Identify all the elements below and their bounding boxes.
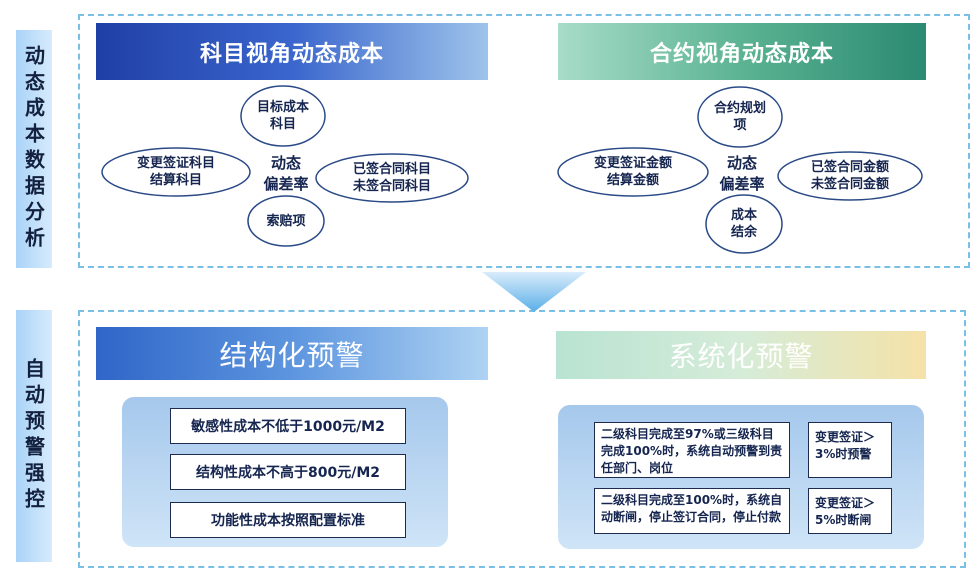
node-line: 目标成本 xyxy=(256,100,309,115)
node-line: 成本 xyxy=(730,208,757,223)
node-target-cost-subject: 目标成本科目 xyxy=(241,98,325,134)
rule-condition-cutoff: 二级科目完成至100%时，系统自动断闸，停止签订合同，停止付款 xyxy=(594,488,790,534)
node-line: 已签合同科目 xyxy=(352,162,431,177)
rule-functional-cost: 功能性成本按照配置标准 xyxy=(170,502,406,538)
node-line: 科目 xyxy=(269,117,296,132)
ellipse-bottom xyxy=(247,195,325,247)
node-line: 结算金额 xyxy=(606,173,659,188)
node-line: 结余 xyxy=(730,225,757,240)
node-line: 变更签证金额 xyxy=(593,156,672,171)
node-line: 偏差率 xyxy=(263,175,309,193)
ellipse-bottom xyxy=(705,194,783,254)
node-dynamic-deviation-rate: 动态偏差率 xyxy=(704,152,780,196)
node-dynamic-deviation-rate: 动态偏差率 xyxy=(248,152,324,196)
side-label-dynamic-cost-analysis: 动态成本数据分析 xyxy=(16,30,52,268)
node-cost-balance: 成本结余 xyxy=(706,206,782,242)
systemic-warning-banner: 系统化预警 xyxy=(556,331,926,379)
node-change-visa-subject: 变更签证科目结算科目 xyxy=(116,154,236,190)
node-line: 未签合同金额 xyxy=(810,177,889,192)
contract-view-banner: 合约视角动态成本 xyxy=(558,23,926,80)
node-line: 未签合同科目 xyxy=(352,179,431,194)
rule-condition-warning: 二级科目完成至97%或三级科目完成100%时，系统自动预警到责任部门、岗位 xyxy=(594,422,790,478)
side-label-auto-warning: 自动预警强控 xyxy=(16,310,52,562)
ellipse-right xyxy=(777,151,923,201)
node-claim-item: 索赔项 xyxy=(248,208,324,234)
warning-panel xyxy=(78,310,966,568)
rule-change-visa-warning: 变更签证＞3%时预警 xyxy=(808,422,892,478)
node-signed-contract-amount: 已签合同金额未签合同金额 xyxy=(790,158,910,194)
ellipse-right xyxy=(315,153,469,203)
analysis-panel xyxy=(78,14,970,268)
ellipse-top xyxy=(697,86,783,148)
node-line: 项 xyxy=(733,118,747,133)
node-line: 动态 xyxy=(270,154,301,172)
node-contract-planning-item: 合约规划项 xyxy=(698,99,782,135)
rule-structural-cost: 结构性成本不高于800元/M2 xyxy=(170,454,406,490)
rule-change-visa-cutoff: 变更签证＞5%时断闸 xyxy=(808,488,892,534)
node-line: 动态 xyxy=(726,154,757,172)
rule-sensitive-cost: 敏感性成本不低于1000元/M2 xyxy=(170,408,406,444)
down-arrow-icon xyxy=(482,272,586,312)
node-line: 已签合同金额 xyxy=(810,160,889,175)
node-line: 变更签证科目 xyxy=(136,156,215,171)
side-label-text: 自动预警强控 xyxy=(21,358,46,514)
ellipse-top xyxy=(240,85,326,147)
node-change-visa-amount: 变更签证金额结算金额 xyxy=(573,154,693,190)
side-label-text: 动态成本数据分析 xyxy=(21,45,46,253)
structural-warning-banner: 结构化预警 xyxy=(96,327,488,380)
ellipse-left xyxy=(101,147,251,197)
node-line: 索赔项 xyxy=(266,213,306,229)
node-line: 结算科目 xyxy=(149,173,202,188)
node-signed-contract-subject: 已签合同科目未签合同科目 xyxy=(332,160,452,196)
subject-view-banner: 科目视角动态成本 xyxy=(96,23,488,80)
ellipse-left xyxy=(557,147,709,197)
node-line: 合约规划 xyxy=(713,101,766,116)
node-line: 偏差率 xyxy=(719,175,765,193)
